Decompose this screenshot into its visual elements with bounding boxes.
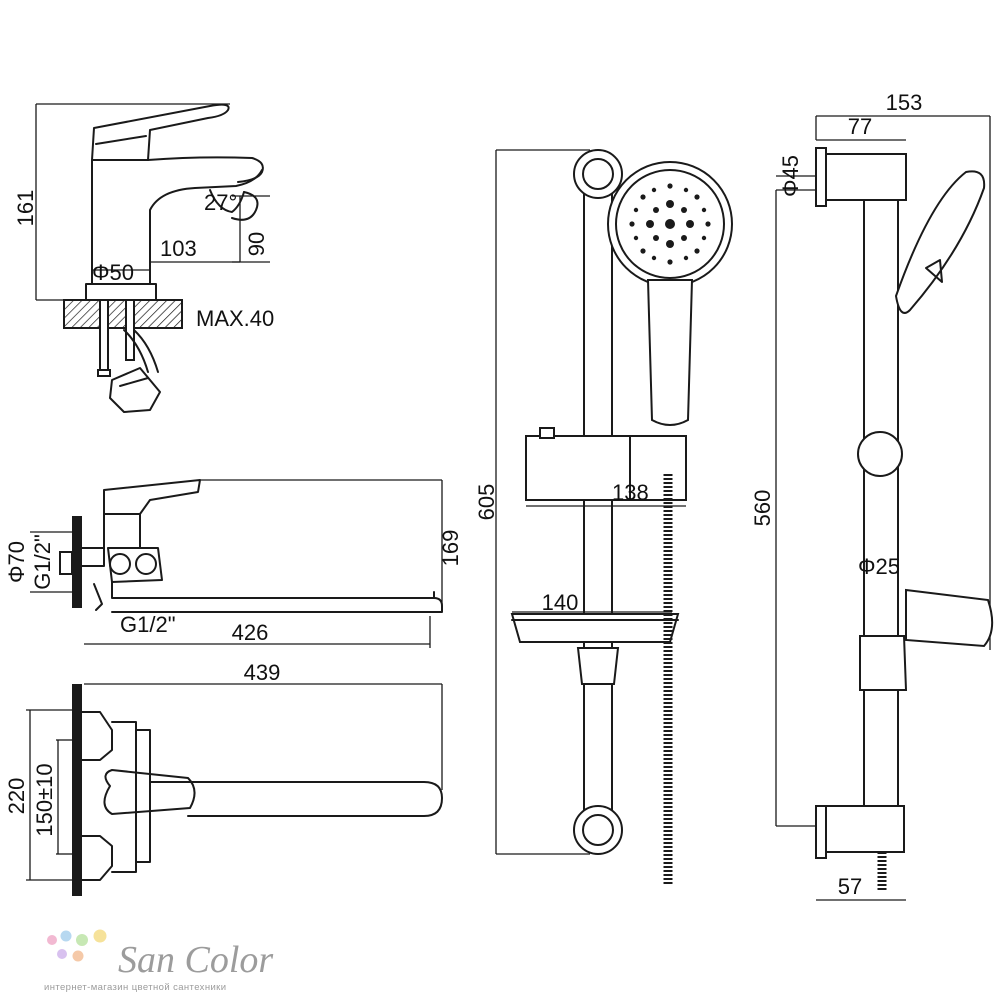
dim-basin-spout-reach: 103 bbox=[160, 236, 197, 261]
dim-bath-outlet-thread: G1/2" bbox=[120, 612, 176, 637]
shower-rail-front bbox=[495, 149, 733, 886]
dim-bath-spout-length: 426 bbox=[232, 620, 269, 645]
dim-basin-height: 161 bbox=[13, 190, 38, 227]
dim-basin-angle: 27° bbox=[204, 190, 237, 215]
dim-basin-spout-height: 90 bbox=[244, 232, 269, 256]
dim-bath-centers: 150±10 bbox=[32, 763, 57, 836]
dim-side-total-depth: 153 bbox=[886, 90, 923, 115]
dim-basin-max-thickness: MAX.40 bbox=[196, 306, 274, 331]
brand-dots bbox=[47, 929, 107, 962]
dim-bath-total-height: 220 bbox=[4, 778, 29, 815]
dim-side-holder-depth: 77 bbox=[848, 114, 872, 139]
dim-basin-base-diameter: Φ50 bbox=[92, 260, 134, 285]
brand-dot bbox=[57, 949, 67, 959]
dimension-labels: 161 27° 103 90 Φ50 MAX.40 Φ70 G1/2" G1/2… bbox=[4, 90, 922, 899]
dim-side-wall-diameter: Φ45 bbox=[778, 155, 803, 197]
brand-tagline: интернет-магазин цветной сантехники bbox=[44, 982, 226, 993]
brand-name: San Color bbox=[118, 939, 273, 981]
brand-dot bbox=[76, 934, 88, 946]
dim-side-bracket-depth: 57 bbox=[838, 874, 862, 899]
dim-rail-total-height: 605 bbox=[474, 484, 499, 521]
brand-dot bbox=[60, 930, 72, 942]
dim-side-rail-diameter: Φ25 bbox=[858, 554, 900, 579]
dim-bath-height: 169 bbox=[438, 530, 463, 567]
basin-mixer bbox=[35, 103, 270, 413]
dim-side-height: 560 bbox=[750, 490, 775, 527]
brand-dot bbox=[93, 929, 107, 943]
brand-dot bbox=[47, 935, 57, 945]
dim-bath-flange: Φ70 bbox=[4, 541, 29, 583]
bath-mixer-side bbox=[30, 479, 443, 648]
bath-mixer-top bbox=[26, 683, 443, 896]
shower-rail-side bbox=[775, 115, 994, 901]
dim-rail-slider-width: 138 bbox=[612, 480, 649, 505]
dim-bath-total-length: 439 bbox=[244, 660, 281, 685]
shower-nozzles bbox=[629, 183, 711, 265]
dim-bath-inlet-thread: G1/2" bbox=[30, 534, 55, 590]
brand-watermark: San Color интернет-магазин цветной санте… bbox=[44, 929, 273, 993]
brand-dot bbox=[72, 950, 84, 962]
dim-rail-shelf-width: 140 bbox=[542, 590, 579, 615]
